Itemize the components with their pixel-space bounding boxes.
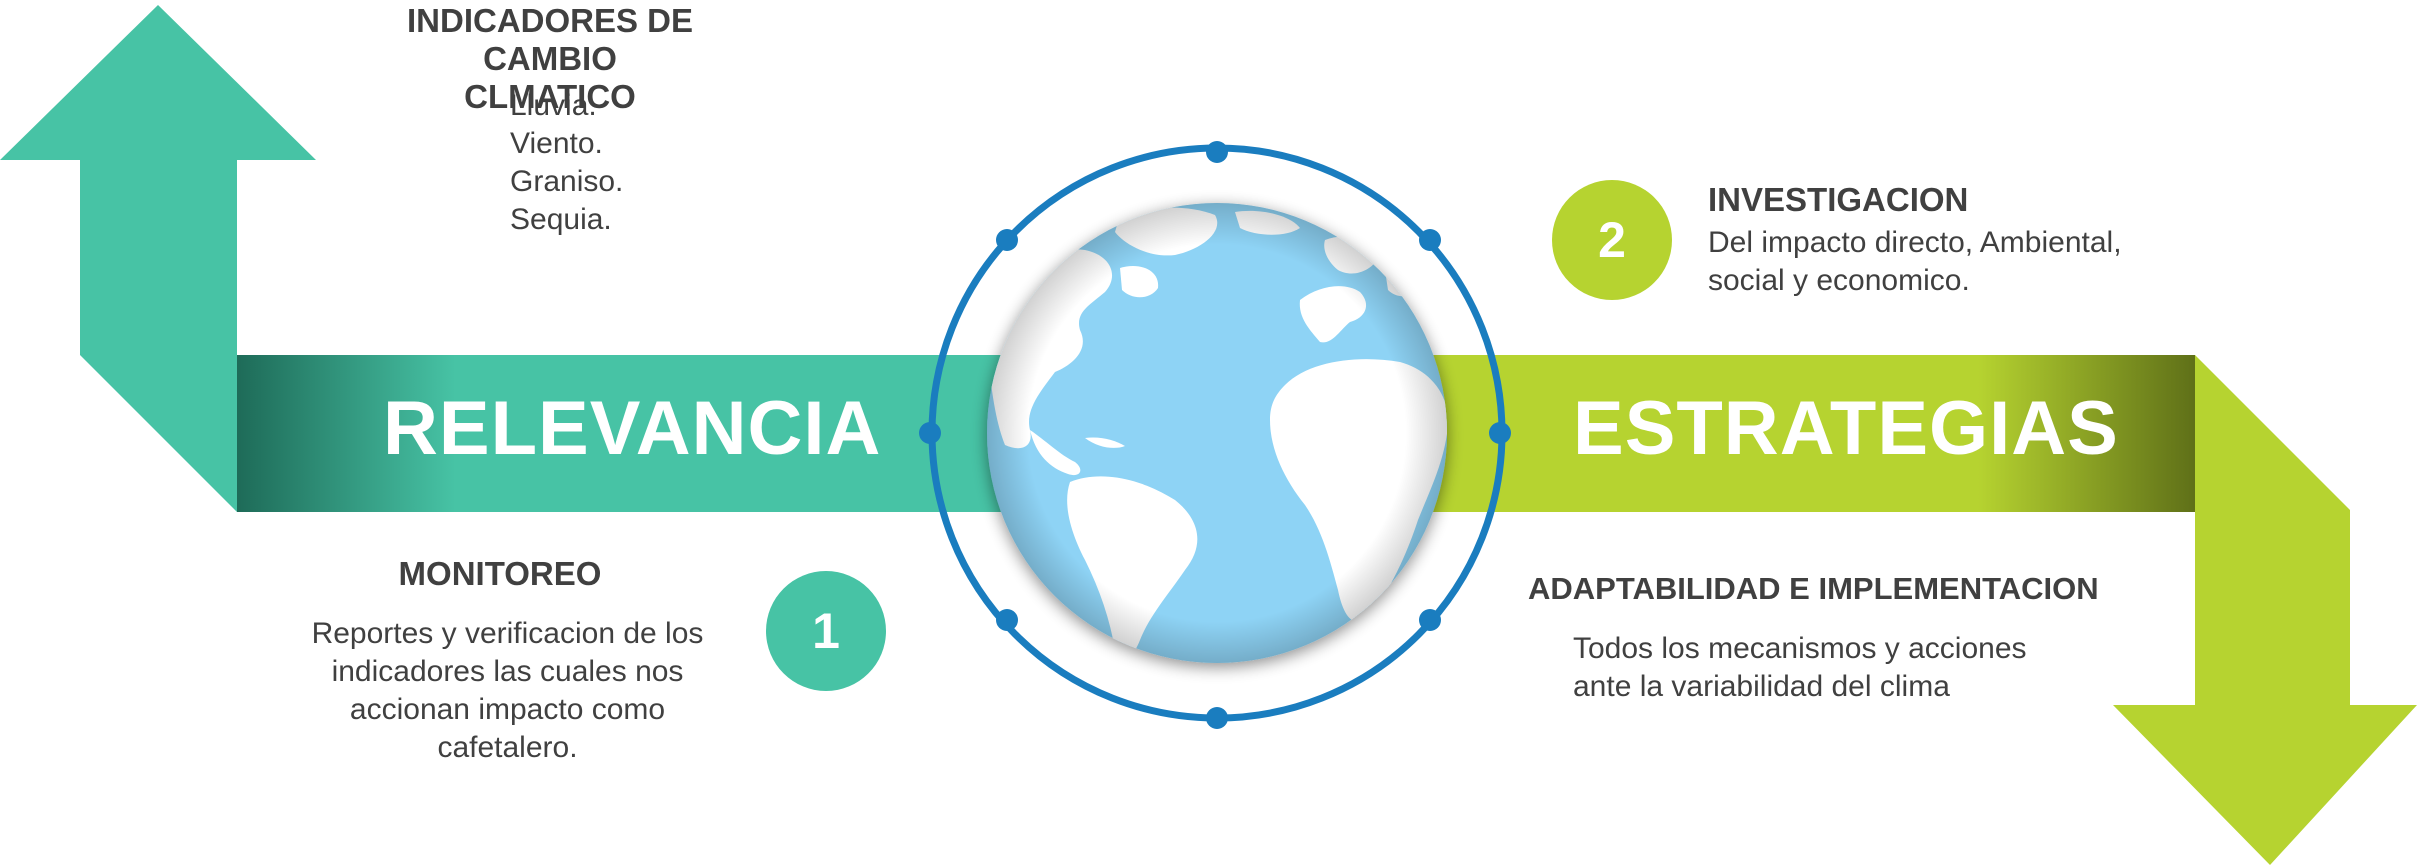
monitoreo-line: accionan impacto como — [349, 693, 666, 726]
relevancia-label: RELEVANCIA — [383, 386, 882, 471]
investigacion-line: social y economico. — [1708, 264, 1970, 297]
list-item: Graniso. — [510, 165, 624, 198]
adaptabilidad-title: ADAPTABILIDAD E IMPLEMENTACION — [1528, 571, 2099, 606]
investigacion-line: Del impacto directo, Ambiental, — [1708, 226, 2122, 259]
estrategias-banner — [1420, 355, 2195, 512]
indicators-title-line2: CAMBIO CLMATICO — [464, 40, 636, 115]
estrategias-label: ESTRATEGIAS — [1573, 386, 2119, 471]
relevancia-banner — [237, 355, 1017, 512]
adaptabilidad-line: Todos los mecanismos y acciones — [1573, 632, 2027, 665]
monitoreo-title: MONITOREO — [398, 555, 602, 592]
step-2-badge: 2 — [1552, 180, 1672, 300]
indicators-title: INDICADORES DE CAMBIO CLMATICO — [400, 2, 700, 116]
indicators-title-line1: INDICADORES DE — [406, 2, 694, 39]
monitoreo-line: cafetalero. — [437, 731, 578, 764]
list-item: Viento. — [510, 127, 603, 160]
adaptabilidad-description: Todos los mecanismos y acciones ante la … — [1573, 630, 2027, 706]
orbit-dots — [919, 141, 1511, 729]
monitoreo-line: Reportes y verificacion de los — [311, 617, 704, 650]
adaptabilidad-line: ante la variabilidad del clima — [1573, 670, 1950, 703]
monitoreo-line: indicadores las cuales nos — [331, 655, 684, 688]
globe-icon — [987, 203, 1447, 663]
step-1-badge: 1 — [766, 571, 886, 691]
investigacion-title: INVESTIGACION — [1708, 181, 1969, 218]
arrow-down-icon — [2113, 355, 2417, 865]
investigacion-description: Del impacto directo, Ambiental, social y… — [1708, 224, 2122, 300]
list-item: Lluvia. — [510, 89, 597, 122]
list-item: Sequia. — [510, 203, 612, 236]
monitoreo-description: Reportes y verificacion de los indicador… — [270, 615, 745, 767]
indicators-list: Lluvia. Viento. Graniso. Sequia. — [510, 87, 623, 239]
